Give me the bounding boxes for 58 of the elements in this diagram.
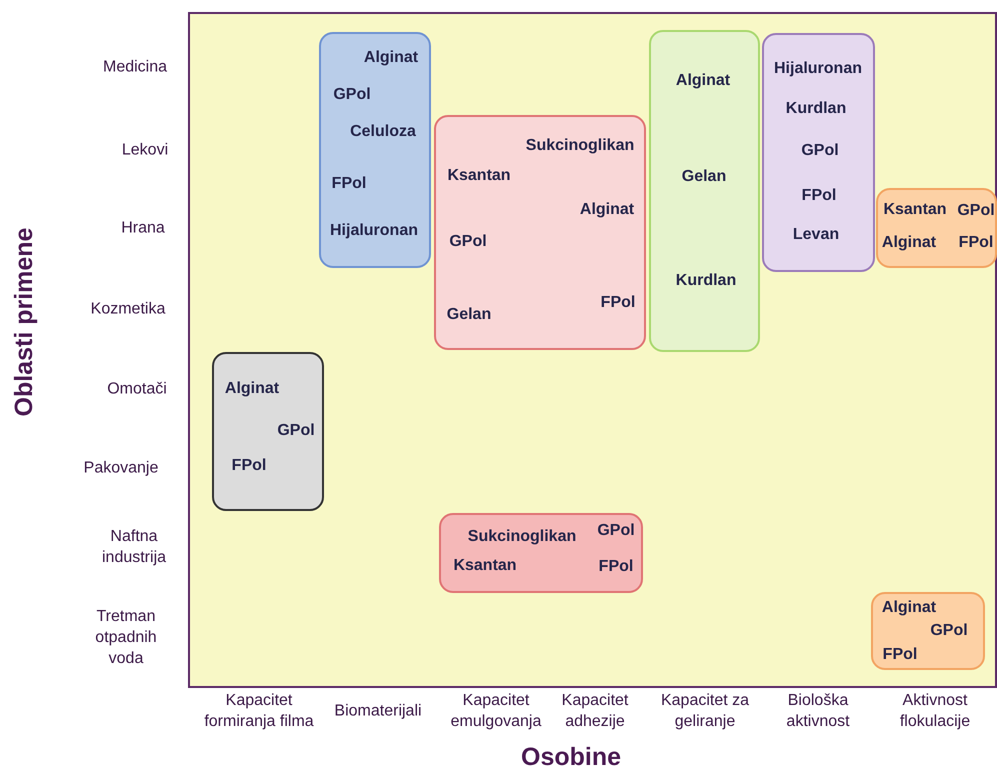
polymer-label: Levan	[792, 226, 840, 244]
axis-label: Tretman otpadnih voda	[94, 606, 158, 668]
polymer-label: Kurdlan	[786, 100, 846, 118]
polymer-label: GPol	[597, 522, 635, 540]
axis-label: Kozmetika	[90, 300, 166, 320]
category-box	[434, 115, 646, 350]
axis-label: Aktivnost flokulacije	[898, 691, 972, 732]
polymer-label: GPol	[930, 622, 968, 640]
polymer-label: Sukcinoglikan	[468, 528, 576, 546]
axis-label: Kapacitet adhezije	[560, 691, 630, 732]
axis-label: Pakovanje	[82, 458, 160, 479]
category-box	[871, 592, 985, 670]
polymer-label: FPol	[882, 646, 918, 664]
polymer-label: Kurdlan	[676, 272, 736, 290]
polymer-label: Gelan	[446, 306, 492, 324]
polymer-label: Sukcinoglikan	[526, 137, 634, 155]
polymer-label: Ksantan	[453, 557, 517, 575]
axis-label: Medicina	[102, 58, 168, 78]
axis-label: Omotači	[106, 380, 168, 400]
polymer-label: Alginat	[676, 72, 730, 90]
axis-label: Naftna industrija	[100, 527, 168, 568]
polymer-label: Hijaluronan	[330, 222, 418, 240]
polymer-label: GPol	[449, 233, 487, 251]
polymer-label: Ksantan	[447, 167, 511, 185]
axis-label: Kapacitet formiranja filma	[203, 691, 315, 732]
axis-title: Osobine	[521, 742, 621, 769]
polymer-label: Alginat	[882, 234, 936, 252]
axis-label: Hrana	[120, 218, 166, 239]
polymer-label: FPol	[600, 294, 636, 312]
axis-title: Oblasti primene	[8, 228, 39, 416]
polymer-label: GPol	[957, 202, 995, 220]
polymer-label: Alginat	[580, 201, 634, 219]
polymer-label: FPol	[232, 457, 266, 475]
axis-label: Biomaterijali	[333, 702, 423, 722]
category-box	[876, 188, 997, 268]
category-box	[439, 513, 643, 593]
polymer-label: GPol	[277, 422, 315, 440]
polymer-label: Celuloza	[350, 123, 416, 141]
polymer-label: Gelan	[682, 168, 726, 186]
axis-label: Kapacitet emulgovanja	[450, 691, 542, 732]
category-box	[649, 30, 760, 352]
polymer-label: Alginat	[224, 380, 280, 398]
polymer-label: Alginat	[882, 599, 936, 617]
polymer-label: GPol	[333, 86, 371, 104]
polymer-label: FPol	[598, 558, 634, 576]
category-box	[212, 352, 324, 511]
polymer-label: FPol	[802, 187, 836, 205]
polymer-label: FPol	[332, 175, 366, 193]
axis-label: Kapacitet za geliranje	[660, 691, 750, 732]
category-box	[319, 32, 431, 268]
polymer-label: Alginat	[364, 49, 418, 67]
category-box	[762, 33, 875, 272]
axis-label: Lekovi	[120, 140, 170, 161]
polymer-label: FPol	[958, 234, 994, 252]
polymer-label: Hijaluronan	[774, 60, 862, 78]
axis-label: Biološka aktivnost	[785, 691, 851, 732]
polymer-label: Ksantan	[883, 201, 947, 219]
polymer-label: GPol	[801, 142, 839, 160]
